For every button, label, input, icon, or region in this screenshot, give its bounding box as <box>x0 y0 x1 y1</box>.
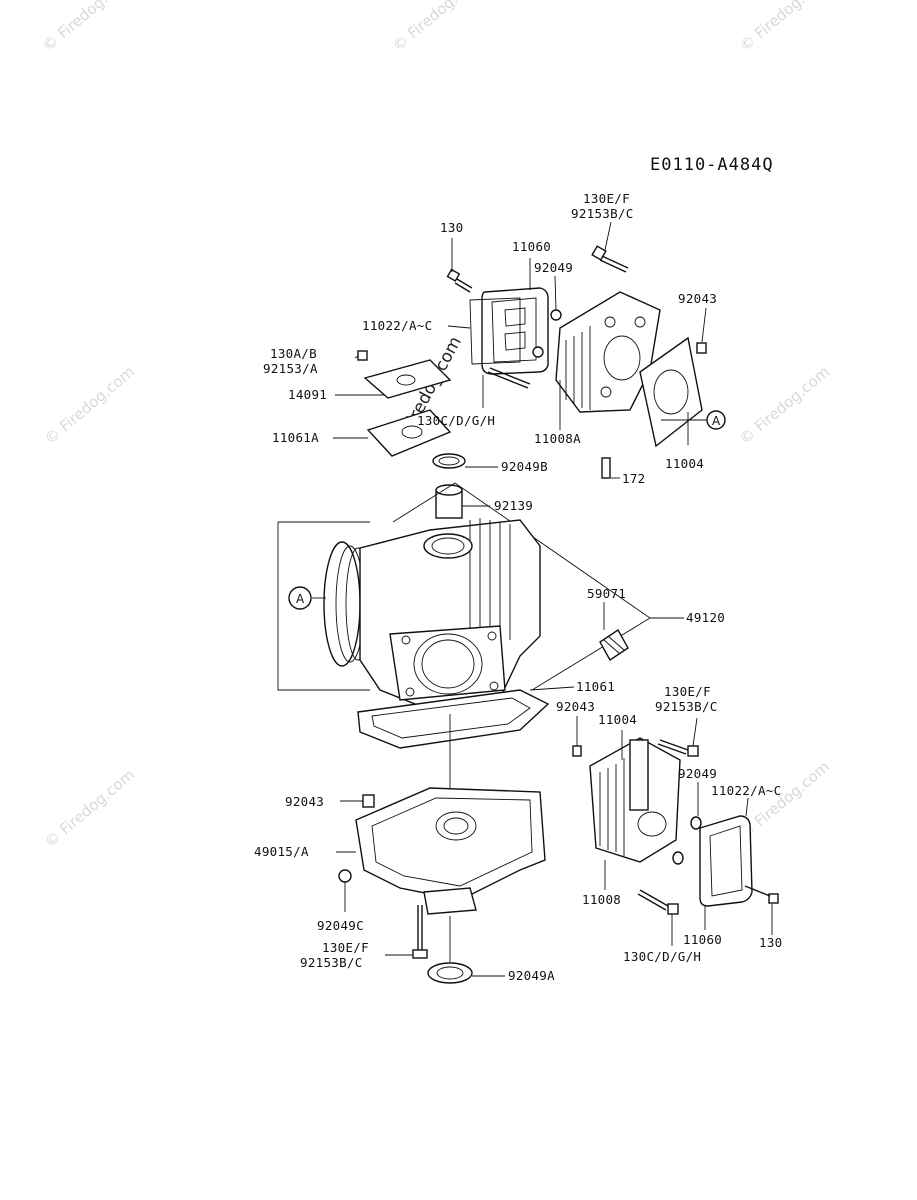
leader-lines <box>312 221 773 977</box>
bolt-130-top-drawing <box>446 268 473 293</box>
label-130cdgh-top: 130C/D/G/H <box>417 413 495 428</box>
diagram-code: E0110-A484Q <box>650 155 774 175</box>
label-130ef-low: 130E/F <box>322 940 369 955</box>
watermark-1: © Firedog.com <box>39 0 136 55</box>
lower-head-group <box>572 737 779 915</box>
label-11022-mid: 11022/A~C <box>711 783 781 798</box>
label-130ef-mid: 130E/F <box>664 684 711 699</box>
head-gasket-top-drawing <box>639 336 703 448</box>
cylinder-block-drawing <box>277 482 651 707</box>
label-92043-low: 92043 <box>285 794 324 809</box>
label-172: 172 <box>622 471 645 486</box>
label-59071: 59071 <box>587 586 626 601</box>
upper-head-group <box>357 245 707 479</box>
label-92049b: 92049B <box>501 459 548 474</box>
label-11004-mid: 11004 <box>598 712 637 727</box>
watermark-2: © Firedog.com <box>389 0 486 55</box>
svg-text:A: A <box>712 414 721 428</box>
label-130ab: 130A/B <box>270 346 317 361</box>
label-92049a: 92049A <box>508 968 555 983</box>
label-92043-top: 92043 <box>678 291 717 306</box>
label-11061: 11061 <box>576 679 615 694</box>
callout-a-left: A <box>288 586 312 610</box>
watermark-4: © Firedog.com <box>41 363 138 448</box>
callout-a-right: A <box>706 410 726 430</box>
label-11022-top: 11022/A~C <box>362 318 432 333</box>
label-92153bc-top: 92153B/C <box>571 206 634 221</box>
label-11004-top: 11004 <box>665 456 704 471</box>
bolt-130ef-top-drawing <box>591 245 629 273</box>
label-92139: 92139 <box>494 498 533 513</box>
label-92153a: 92153/A <box>263 361 318 376</box>
label-92153bc-mid: 92153B/C <box>655 699 718 714</box>
label-130ef-top: 130E/F <box>583 191 630 206</box>
label-92049-mid: 92049 <box>678 766 717 781</box>
part-labels: 130 11060 130E/F 92153B/C 92049 92043 11… <box>254 191 782 983</box>
label-130-low: 130 <box>759 935 782 950</box>
watermark-3: © Firedog.com <box>736 0 833 55</box>
label-11008: 11008 <box>582 892 621 907</box>
label-92049c: 92049C <box>317 918 364 933</box>
label-11008a: 11008A <box>534 431 581 446</box>
label-92153bc-low: 92153B/C <box>300 955 363 970</box>
plate-14091-drawing <box>357 350 452 399</box>
valve-cover-top-drawing <box>481 287 549 375</box>
label-49120: 49120 <box>686 610 725 625</box>
crankcase-drawing <box>338 787 546 984</box>
label-130cdgh-low: 130C/D/G/H <box>623 949 701 964</box>
watermark-5: © Firedog.com <box>736 363 833 448</box>
label-14091: 14091 <box>288 387 327 402</box>
label-49015a: 49015/A <box>254 844 309 859</box>
watermark-6: © Firedog.com <box>41 766 138 851</box>
label-92043-mid: 92043 <box>556 699 595 714</box>
label-11060-low: 11060 <box>683 932 722 947</box>
label-11061a: 11061A <box>272 430 319 445</box>
label-11060-top: 11060 <box>512 239 551 254</box>
label-92049-top: 92049 <box>534 260 573 275</box>
svg-text:A: A <box>296 592 305 606</box>
label-130-top: 130 <box>440 220 463 235</box>
